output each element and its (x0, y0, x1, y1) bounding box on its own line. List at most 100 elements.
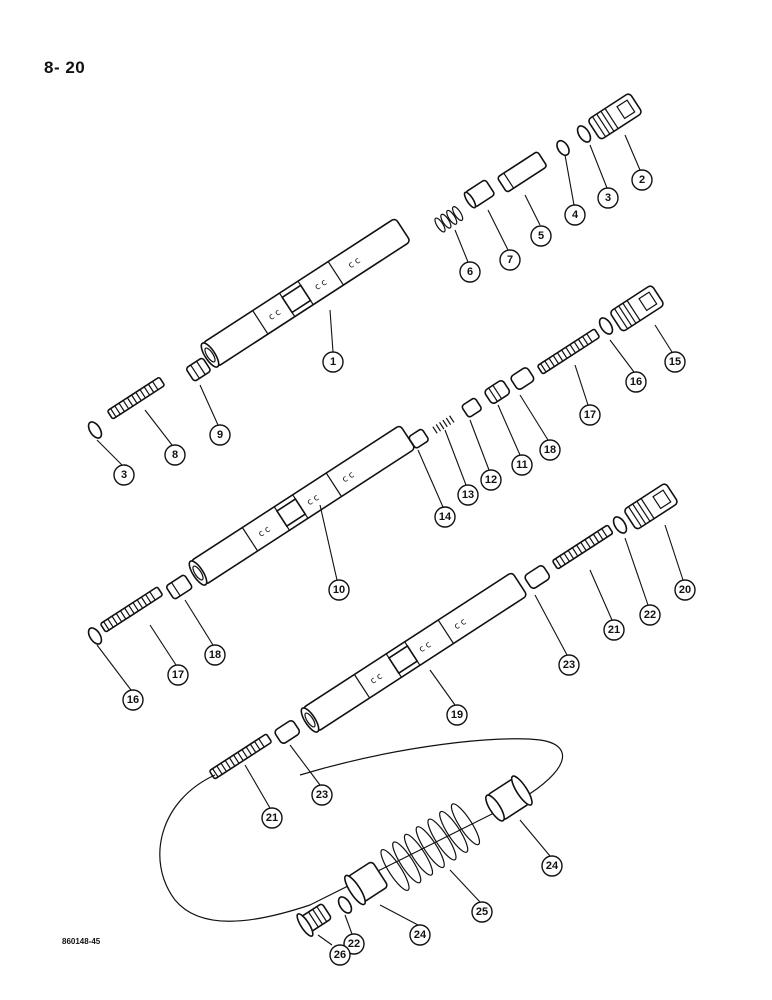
svg-text:24: 24 (546, 860, 559, 872)
part-23-plug (524, 565, 551, 589)
callout: 16 (122, 689, 144, 711)
part-8-spring (107, 377, 165, 420)
svg-text:19: 19 (451, 709, 463, 721)
part-21-spring (552, 524, 614, 570)
svg-text:11: 11 (516, 459, 528, 471)
svg-text:22: 22 (644, 609, 656, 621)
callout: 22 (639, 604, 661, 626)
svg-text:18: 18 (209, 649, 221, 661)
detail-outline (159, 738, 564, 922)
callout: 18 (539, 439, 561, 461)
svg-text:4: 4 (572, 209, 579, 221)
part-6-spring (434, 206, 464, 233)
svg-text:21: 21 (266, 812, 278, 824)
spool-10: ⅽ ⅽ ⅽ ⅽ ⅽ ⅽ (188, 425, 415, 586)
callout: 11 (511, 454, 533, 476)
spool-1: ⅽ ⅽ ⅽ ⅽ ⅽ ⅽ (200, 218, 410, 368)
callout: 5 (530, 225, 552, 247)
svg-text:21: 21 (608, 624, 620, 636)
part-9-plug (185, 357, 211, 382)
part-3-o-ring (576, 125, 592, 143)
callout: 14 (434, 506, 456, 528)
part-18-plug (165, 574, 193, 600)
part-17-spring (100, 586, 163, 633)
part-16-o-ring (598, 317, 614, 335)
callout: 15 (664, 351, 686, 373)
svg-text:10: 10 (333, 584, 345, 596)
part-24-bushing (485, 775, 533, 822)
callout: 23 (558, 654, 580, 676)
part-21-spring (209, 733, 272, 780)
spool-19: ⅽ ⅽ ⅽ ⅽ ⅽ ⅽ (300, 572, 527, 733)
svg-text:1: 1 (330, 356, 336, 368)
callout: 21 (603, 619, 625, 641)
part-11-plug (484, 380, 511, 404)
part-2-clevis-cap (588, 93, 642, 140)
svg-text:26: 26 (334, 949, 346, 961)
svg-text:12: 12 (485, 474, 497, 486)
part-14-poppet (408, 428, 429, 449)
svg-text:14: 14 (439, 511, 452, 523)
svg-text:6: 6 (467, 266, 473, 278)
svg-text:25: 25 (476, 906, 488, 918)
callout: 10 (328, 579, 350, 601)
svg-text:17: 17 (584, 409, 596, 421)
callout: 23 (311, 784, 333, 806)
svg-text:3: 3 (605, 192, 611, 204)
callout: 9 (209, 424, 231, 446)
svg-text:16: 16 (630, 376, 642, 388)
part-23-plug (274, 720, 301, 744)
callout: 2 (631, 169, 653, 191)
svg-text:7: 7 (507, 254, 513, 266)
svg-text:18: 18 (544, 444, 556, 456)
svg-text:15: 15 (669, 356, 681, 368)
svg-text:22: 22 (348, 938, 360, 950)
part-22-o-ring (337, 896, 353, 914)
part-16-o-ring (87, 627, 103, 645)
callout: 13 (457, 484, 479, 506)
part-4-washer (556, 139, 570, 157)
svg-text:3: 3 (121, 469, 127, 481)
part-20-clevis-cap (624, 483, 678, 530)
svg-text:20: 20 (679, 584, 691, 596)
callout: 17 (579, 404, 601, 426)
callout: 24 (541, 855, 563, 877)
part-3-o-ring (87, 421, 103, 439)
part-15-clevis-cap (610, 285, 664, 332)
svg-text:2: 2 (639, 174, 645, 186)
callout: 12 (480, 469, 502, 491)
part-24-bushing (344, 861, 388, 906)
callout: 24 (409, 924, 431, 946)
svg-text:24: 24 (414, 929, 427, 941)
svg-text:8: 8 (172, 449, 178, 461)
svg-text:23: 23 (316, 789, 328, 801)
callout: 18 (204, 644, 226, 666)
svg-text:9: 9 (217, 429, 223, 441)
callout: 8 (164, 444, 186, 466)
part-22-o-ring (612, 516, 628, 534)
part-26-plug (296, 903, 332, 937)
svg-text:17: 17 (172, 669, 184, 681)
callout: 22 (343, 933, 365, 955)
part-13-spring (432, 415, 455, 434)
callout: 17 (167, 664, 189, 686)
svg-text:16: 16 (127, 694, 139, 706)
part-5-pin (497, 151, 547, 193)
part-17-spring (537, 328, 600, 375)
part-12-ball (461, 397, 482, 418)
part-18-plug (510, 367, 535, 390)
callout: 19 (446, 704, 468, 726)
callout: 26 (329, 944, 351, 966)
callout: 7 (499, 249, 521, 271)
callout: 21 (261, 807, 283, 829)
callout: 3 (597, 187, 619, 209)
callout: 20 (674, 579, 696, 601)
leader-lines (96, 134, 684, 946)
svg-text:5: 5 (538, 230, 544, 242)
callout: 16 (625, 371, 647, 393)
callout: 1 (322, 351, 344, 373)
svg-text:23: 23 (563, 659, 575, 671)
svg-text:13: 13 (462, 489, 474, 501)
